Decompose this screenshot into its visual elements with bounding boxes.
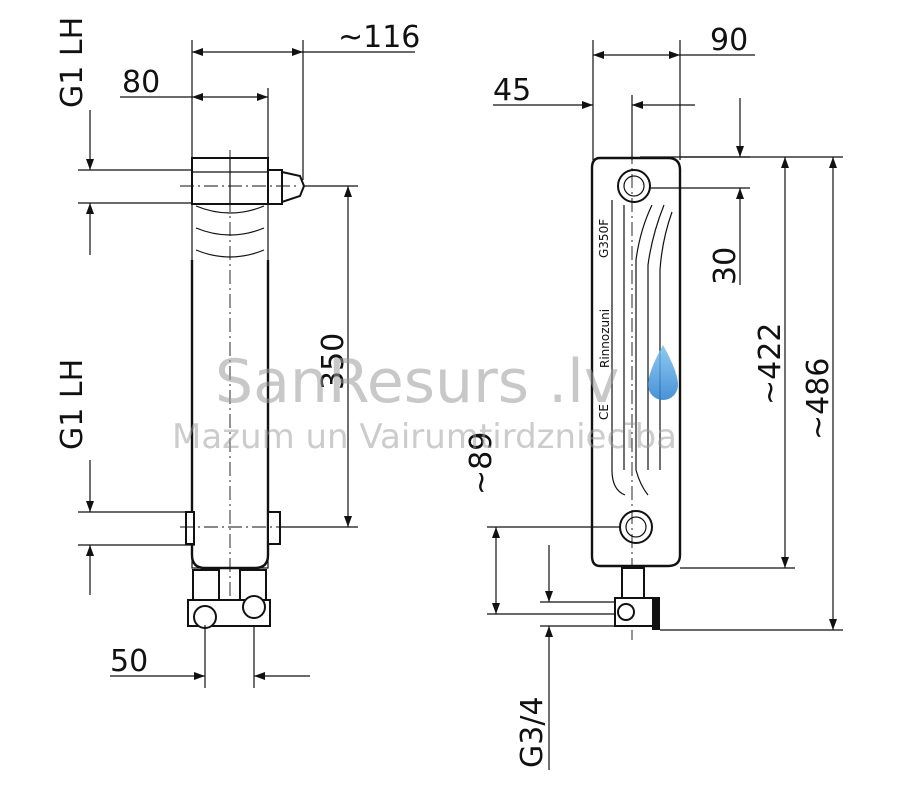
side-top-port-inner [623,175,645,197]
front-side-plug [267,511,281,545]
front-plug-cap [281,170,306,204]
front-valve-left [192,569,220,601]
side-fin [635,204,653,496]
side-bottom-port [619,510,653,544]
watermark-brand: SanResurs .lv [215,347,619,417]
dim-bottom-offset: ~89 [464,432,499,495]
watermark-tagline: Mazum un Vairumtirdzniecība [172,417,677,457]
ce-mark: CE [597,404,611,420]
dim-thread-top: G1 LH [55,17,90,108]
side-valve-stem [621,567,645,599]
dim-bottom-spacing: 50 [110,644,148,679]
dim-top-width: ~116 [338,20,420,55]
side-fin [659,211,673,470]
side-valve-knob [617,603,635,621]
watermark: SanResurs .lv Mazum un Vairumtirdzniecīb… [172,345,678,457]
side-body [590,156,682,568]
brand-label: Rinnozuni [598,309,612,368]
model-label: G350F [597,219,611,258]
dim-height-inner: ~422 [753,323,788,405]
front-side-plug-left [185,511,195,545]
side-view: 90 45 30 ~422 ~486 ~89 G3/4 [464,23,843,770]
dim-height-total: ~486 [801,358,836,440]
dim-connection-thread: G3/4 [515,696,550,768]
dim-half-depth: 45 [493,73,531,108]
water-drop-icon [648,345,678,400]
front-contour [195,205,265,214]
dim-body-width: 80 [122,65,160,100]
dim-thread-bottom: G1 LH [55,359,90,450]
side-valve-nut [652,598,660,630]
dim-depth: 90 [710,23,748,58]
side-top-port [617,169,651,203]
front-valve-knob-right [242,595,266,619]
dim-axis-distance: 350 [316,333,351,390]
front-valve-knob-left [193,605,217,629]
side-fin [647,204,665,470]
front-view: ~116 80 G1 LH G1 LH 350 [55,17,420,688]
side-bottom-port-inner [625,516,647,538]
front-plug-body [267,169,283,205]
side-contour [611,200,626,496]
dim-top-offset: 30 [708,247,743,285]
